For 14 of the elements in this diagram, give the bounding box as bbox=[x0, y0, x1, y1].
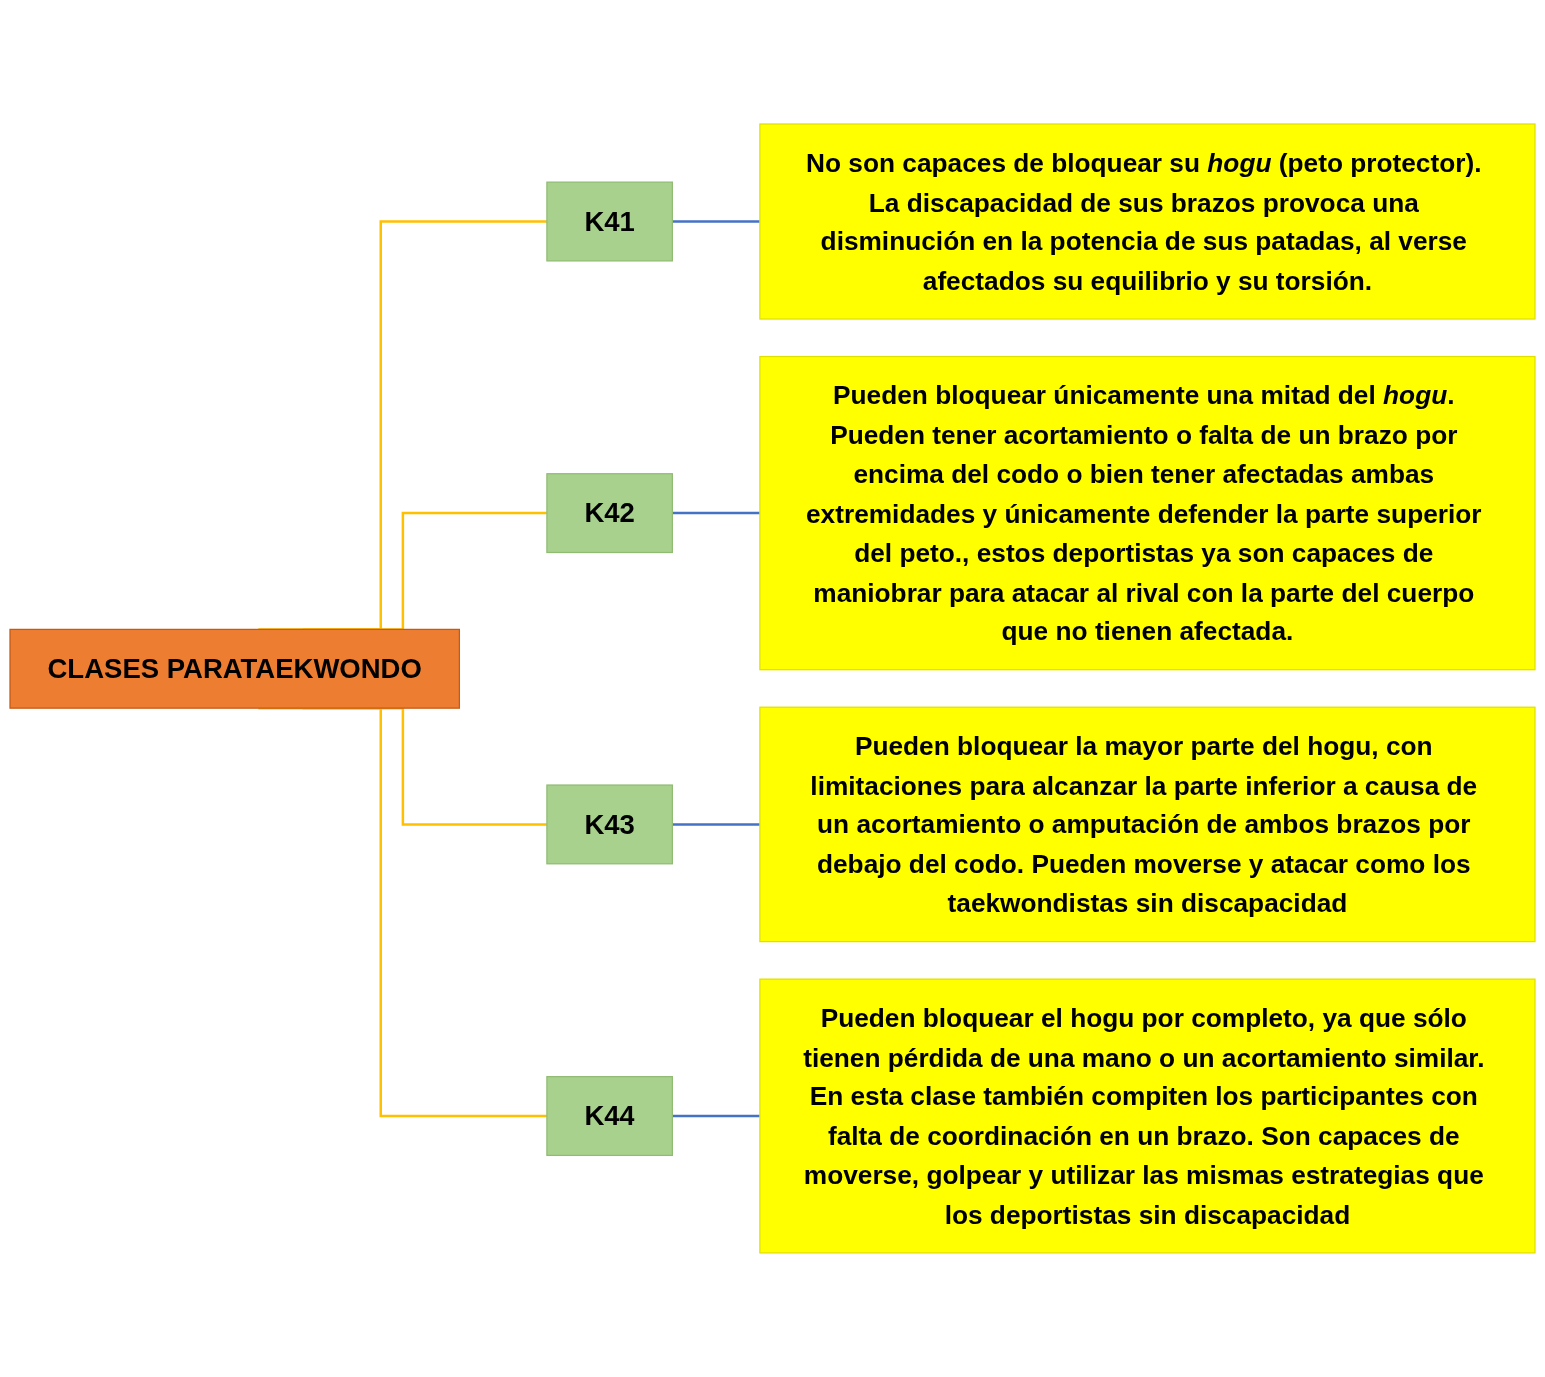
node-box bbox=[759, 355, 1536, 671]
node-box bbox=[9, 628, 460, 709]
node-box bbox=[546, 473, 673, 554]
diagram: CLASES PARATAEKWONDO K41 No son capaces de bloquear su hogu (peto protector). La discapacidad de sus brazos provoca una disminución en la potencia de sus patadas, al verse afectados su equilibrio y su torsión. K42 Pueden bloquear únicamente una mitad del hogu. Pueden tener acortamiento o falta de un brazo por encima del codo o bien tener afectadas ambas extremidades y únicamente defender la parte superior del peto., estos deportistas ya son capaces de maniobrar para atacar al rival con la parte del cuerpo que no tienen afectada. K43 Pueden bloquear la mayor parte del hogu, con limitaciones para alcanzar la parte inferior a causa de un acortamiento o amputación de ambos brazos por debajo del codo. Pueden moverse y atacar como los taekwondistas sin discapacidad K44 Pueden bloquear el hogu por completo, ya que sólo tienen pérdida de una mano o un acortamiento similar. En esta clase también compiten los participantes con falta de coordinación en un brazo. Son capaces de moverse, golpear y utilizar las mismas estrategias que los deportistas sin discapacidad bbox=[0, 114, 1545, 1263]
connector bbox=[672, 1114, 760, 1118]
node-box bbox=[759, 123, 1536, 320]
node-box bbox=[546, 784, 673, 865]
connector bbox=[672, 511, 760, 515]
connector bbox=[672, 823, 760, 826]
node-box bbox=[546, 181, 673, 262]
node-box bbox=[546, 1076, 673, 1157]
node-box bbox=[759, 706, 1536, 943]
connector bbox=[672, 220, 760, 223]
node-box bbox=[759, 978, 1536, 1254]
